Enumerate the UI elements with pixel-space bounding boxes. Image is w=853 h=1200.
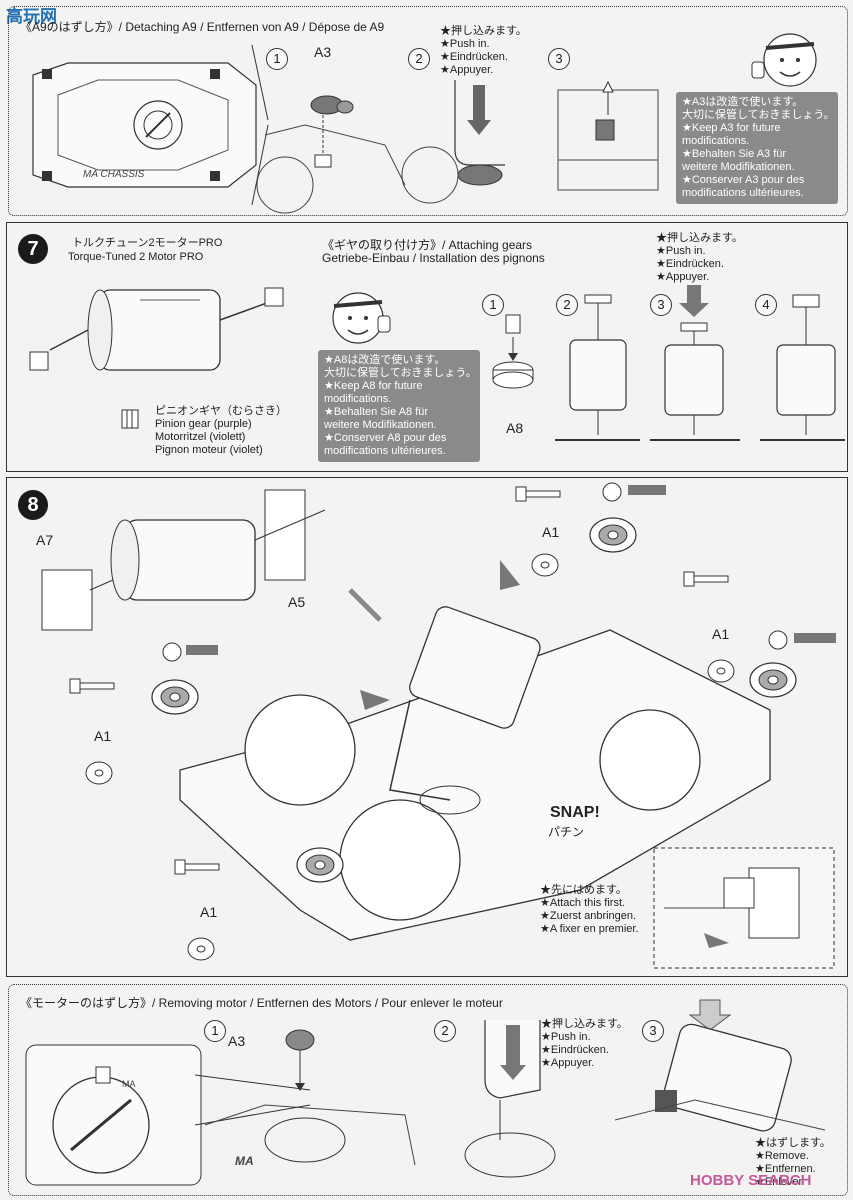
- screw-icon: [602, 482, 666, 502]
- watermark-text: HOBBY SEARCH: [690, 1172, 812, 1189]
- detach-arrows: [251, 44, 269, 206]
- push-in-note: ★押し込みます。 ★Push in. ★Eindrücken. ★Appuyer…: [541, 1018, 628, 1069]
- motor-name-en: Torque-Tuned 2 Motor PRO: [68, 251, 204, 263]
- motor-gear-press-illustration: [555, 285, 845, 441]
- step-8-badge: 8: [18, 490, 48, 520]
- snap-detail-illustration: [653, 847, 835, 969]
- bearing-icon: [296, 847, 344, 883]
- screw-icon: [768, 630, 836, 650]
- part-label-a3: A3: [228, 1033, 246, 1049]
- motor-mount-detail-illustration: MA: [25, 1044, 202, 1186]
- push-in-note: ★押し込みます。 ★Push in. ★Eindrücken. ★Appuyer…: [656, 232, 743, 283]
- push-in-note: ★押し込みます。 ★Push in. ★Eindrücken. ★Appuyer…: [440, 25, 527, 76]
- snap-label-jp: パチン: [548, 825, 585, 839]
- a3-part-drawing: [256, 95, 406, 214]
- step-number: 3: [642, 1020, 664, 1042]
- washer-icon: [187, 937, 215, 961]
- watermark-logo: 高玩网: [6, 7, 57, 26]
- step-number: 2: [556, 294, 578, 316]
- part-label-a7: A7: [36, 532, 54, 548]
- motor-illustration: [29, 287, 284, 371]
- snap-label: SNAP!: [550, 804, 600, 821]
- screw-icon: [69, 678, 115, 694]
- step-number: 4: [755, 294, 777, 316]
- screw-icon: [174, 859, 220, 875]
- chassis-topview-illustration: MA CHASSIS: [32, 62, 257, 188]
- step-number: 1: [266, 48, 288, 70]
- motor-remove-illustration: [614, 999, 826, 1132]
- bearing-icon: [151, 679, 199, 715]
- part-label-a1: A1: [200, 904, 218, 920]
- svg-text:MA: MA: [235, 1154, 254, 1168]
- screw-icon: [515, 486, 561, 502]
- keep-a8-info-box: ★A8は改造で使います。 大切に保管しておきましょう。 ★Keep A8 for…: [318, 350, 480, 462]
- step-number: 1: [204, 1020, 226, 1042]
- gear-attach-subtitle: Getriebe-Einbau / Installation des pigno…: [322, 251, 545, 265]
- step-number: 3: [548, 48, 570, 70]
- mascot-face-icon: [332, 292, 391, 344]
- section-detach-a9: [8, 6, 848, 216]
- motor-assembly-illustration: [41, 489, 326, 631]
- section-a9-title: 《A9のはずし方》/ Detaching A9 / Entfernen von …: [20, 20, 385, 34]
- section-motor-title: 《モーターのはずし方》/ Removing motor / Entfernen …: [20, 996, 503, 1010]
- section-remove-motor: [8, 984, 848, 1196]
- keep-a3-info-box: ★A3は改造で使います。 大切に保管しておきましょう。 ★Keep A3 for…: [676, 92, 838, 204]
- part-label-a1: A1: [94, 728, 112, 744]
- step-number: 1: [482, 294, 504, 316]
- push-in-illustration: [401, 80, 505, 204]
- gear-on-a8-illustration: [492, 314, 534, 389]
- washer-icon: [707, 659, 735, 683]
- a3-insert-illustration: MA: [204, 1029, 416, 1168]
- bearing-icon: [589, 517, 637, 553]
- motor-name-jp: トルクチューン2モーターPRO: [72, 237, 223, 249]
- part-label-a8: A8: [506, 420, 524, 436]
- gear-attach-title: 《ギヤの取り付け方》/ Attaching gears: [322, 238, 533, 252]
- remove-a9-illustration: [557, 80, 659, 191]
- washer-icon: [85, 761, 113, 785]
- part-label-a5: A5: [288, 594, 306, 610]
- part-label-a3: A3: [314, 44, 332, 60]
- washer-icon: [531, 553, 559, 577]
- mascot-face-icon: [751, 33, 817, 87]
- screw-icon: [683, 571, 729, 587]
- part-label-a1: A1: [542, 524, 560, 540]
- step-number: 2: [408, 48, 430, 70]
- remove-note: ★はずします。 ★Remove. ★Entfernen. ★Enlever.: [755, 1137, 831, 1188]
- pinion-gear-icon: [121, 409, 139, 429]
- attach-first-note: ★先にはめます。 ★Attach this first. ★Zuerst anb…: [540, 884, 639, 935]
- pinion-gear-label: ピニオンギヤ（むらさき） Pinion gear (purple) Motorr…: [155, 405, 287, 456]
- svg-text:MA CHASSIS: MA CHASSIS: [83, 169, 145, 180]
- part-label-a1: A1: [712, 626, 730, 642]
- bearing-icon: [749, 662, 797, 698]
- step-number: 2: [434, 1020, 456, 1042]
- screw-icon: [162, 642, 218, 662]
- step-7-badge: 7: [18, 234, 48, 264]
- step-number: 3: [650, 294, 672, 316]
- push-tool-illustration: [464, 1020, 556, 1178]
- svg-text:MA: MA: [122, 1079, 136, 1089]
